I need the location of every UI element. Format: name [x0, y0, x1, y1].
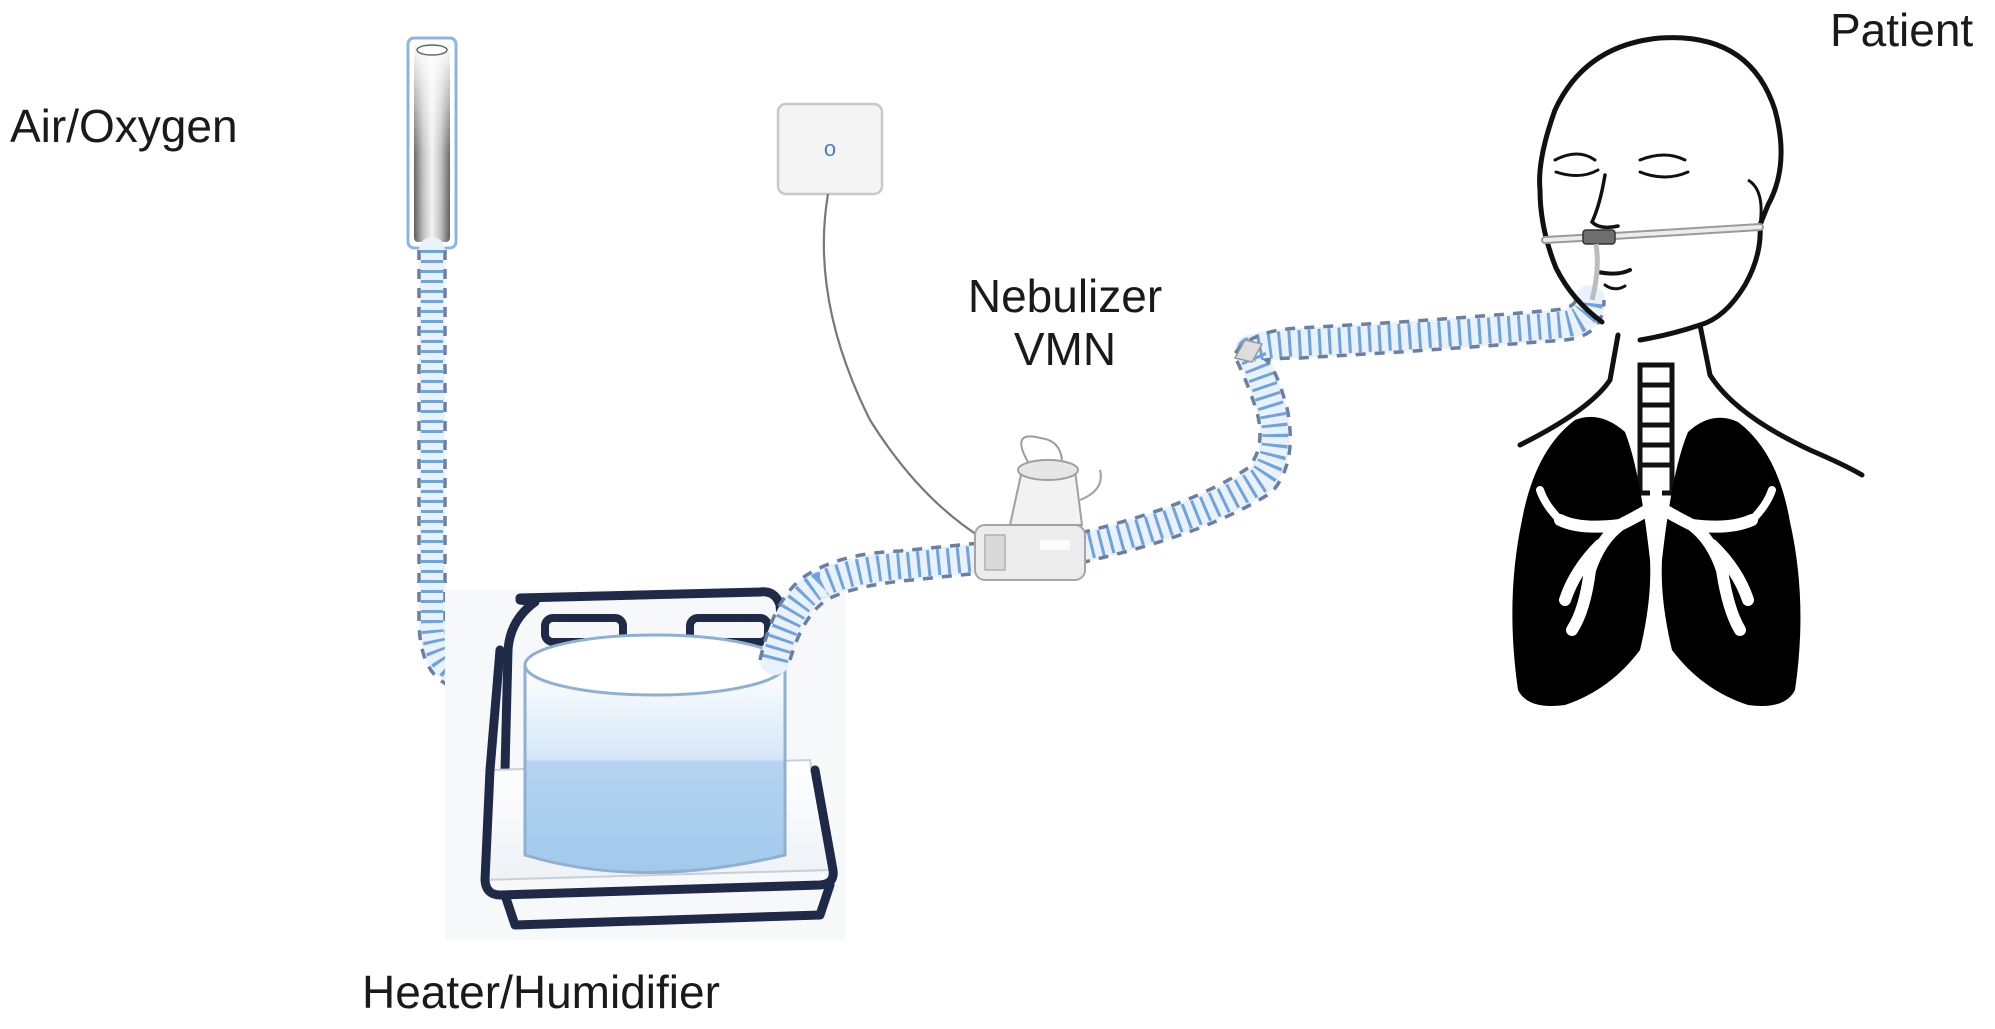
inspiratory-tube	[1065, 285, 1606, 565]
air-oxygen-label: Air/Oxygen	[10, 100, 238, 152]
nebulizer-label-line1: Nebulizer	[967, 270, 1163, 322]
controller-cable	[822, 193, 986, 541]
nasal-cannula-icon	[1541, 223, 1764, 301]
nebulizer-label: Nebulizer VMN	[930, 270, 1200, 376]
water-chamber-icon	[523, 633, 787, 874]
heater-humidifier-label: Heater/Humidifier	[362, 966, 720, 1018]
controller-symbol: o	[824, 136, 836, 161]
trachea-icon	[1637, 362, 1675, 496]
patient-head-icon	[1517, 35, 1865, 478]
patient-label: Patient	[1830, 4, 1974, 56]
flowmeter-icon	[406, 36, 458, 250]
nebulizer-icon	[974, 435, 1102, 581]
nebulizer-label-line2: VMN	[1013, 322, 1117, 375]
humidifier-outlet-tube	[758, 541, 995, 675]
lungs-icon	[1512, 416, 1801, 706]
controller-box-icon: o	[776, 102, 884, 196]
